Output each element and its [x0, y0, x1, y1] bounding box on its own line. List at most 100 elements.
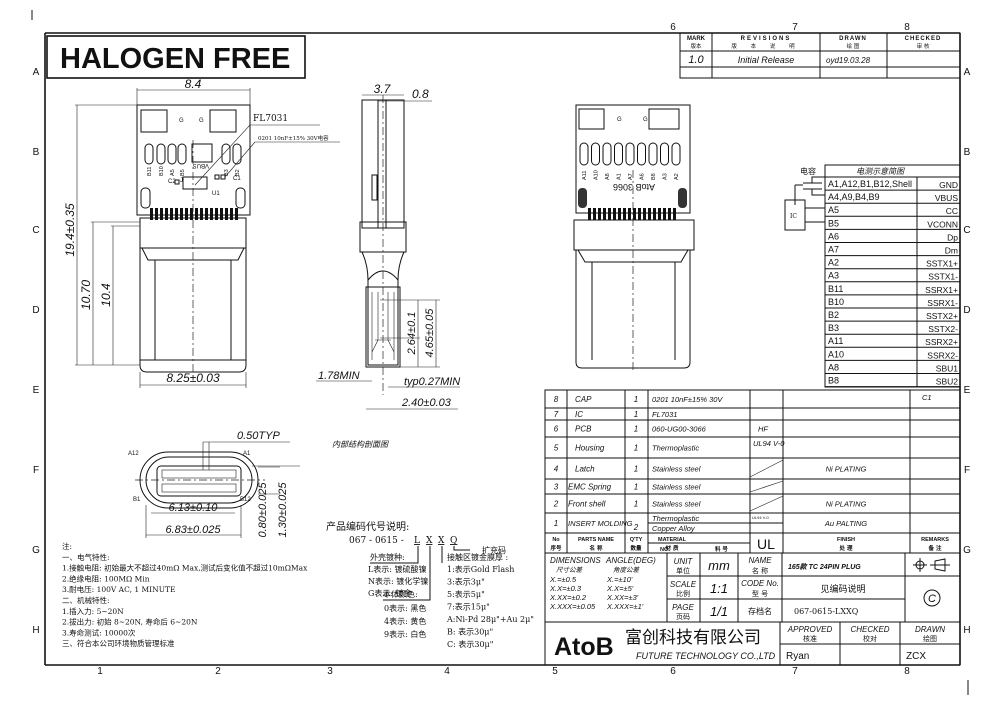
b12-label: B12 — [240, 497, 251, 503]
bom-qty: 1 — [634, 425, 638, 434]
unit-value: mm — [708, 558, 730, 573]
note-line: 二、机械特性: — [62, 595, 110, 605]
contact-finger — [608, 208, 611, 220]
vbus-label: VBUS — [193, 162, 209, 168]
contact-finger — [200, 208, 203, 220]
bom-header-name: PARTS NAME — [578, 537, 614, 543]
contact-pad — [614, 142, 623, 166]
bom-no: 5 — [554, 444, 559, 453]
bom-qty: 1 — [634, 395, 638, 404]
note-line: 1.接触电阻: 初始最大不超过40mΩ Max,测试后变化值不超过10mΩMax — [62, 563, 308, 573]
signal-name: SSTX2- — [928, 324, 958, 334]
bom-header-partno: NO. — [660, 547, 670, 553]
bom-part-name: Latch — [575, 465, 595, 474]
signal-name: SSRX2- — [927, 350, 958, 360]
body-color-option: 4表示: 黄色 — [384, 616, 426, 626]
row-label: A — [964, 67, 971, 78]
column-label: 3 — [327, 666, 333, 677]
bom-header-remarks: REMARKS — [921, 537, 949, 543]
ground-pad — [578, 188, 587, 208]
row-label: G — [32, 545, 40, 556]
signal-name: SSRX2+ — [925, 337, 958, 347]
pin-list: A4,A9,B4,B9 — [828, 192, 880, 202]
contact-finger — [215, 208, 218, 220]
section-caption: 内部结构剖面图 — [332, 440, 389, 449]
signal-name: Dm — [945, 246, 958, 256]
notes: 注:一、电气特性:1.接触电阻: 初始最大不超过40mΩ Max,测试后变化值不… — [62, 541, 308, 648]
contact-finger — [205, 208, 208, 220]
scale-cn: 比例 — [676, 589, 690, 598]
angle-tolerance: X.X=±5' — [606, 584, 634, 593]
bom-header-qty-cn: 数量 — [630, 544, 642, 552]
signal-name: CC — [946, 206, 958, 216]
bom-header-ul: UL — [757, 536, 775, 552]
bom-qty: 1 — [634, 444, 638, 453]
code-cn: 型 号 — [752, 589, 768, 598]
ic-callout: FL7031 — [253, 114, 288, 124]
signal-name: Dp — [947, 232, 958, 242]
bom-material: Stainless steel — [652, 483, 701, 492]
shell-plating-option: N表示: 镀化学镍 — [368, 576, 428, 586]
code-prefix: 067 - 0615 - — [349, 536, 404, 546]
contact-finger — [633, 208, 636, 220]
page-value: 1/1 — [710, 604, 728, 619]
contact-finger — [623, 208, 626, 220]
gold-thickness-title: 接触区镀金膜厚 : — [447, 552, 508, 562]
bom-part-name: IC — [575, 410, 583, 419]
signal-name: SSTX1+ — [926, 259, 958, 269]
drawn-cn: 绘图 — [923, 634, 937, 643]
bom-part-name: INSERT MOLDING — [568, 519, 633, 528]
approved-cn: 核准 — [803, 634, 817, 643]
contact-finger — [235, 208, 238, 220]
column-label: 6 — [670, 666, 676, 677]
signal-name: SSRX1+ — [925, 285, 958, 295]
copyright-letter: C — [928, 593, 936, 605]
archive-value: 067-0615-LXXQ — [794, 607, 859, 616]
column-label: 8 — [904, 666, 910, 677]
bom-header-name-cn: 名 称 — [590, 544, 603, 552]
bom-part-name: Front shell — [568, 500, 606, 509]
bom-qty: 1 — [634, 483, 638, 492]
contact-pad — [144, 143, 154, 165]
capacitor-symbol — [794, 176, 825, 205]
bom-part-name: Housing — [575, 444, 605, 453]
pad-label: A3 — [663, 173, 669, 180]
row-label: E — [33, 385, 40, 396]
dim-thickness: 3.7 — [374, 82, 392, 96]
contact-finger — [160, 208, 163, 220]
ground-pad-label: G — [179, 118, 184, 124]
pin-list: A3 — [828, 271, 839, 281]
note-line: 注: — [62, 541, 72, 551]
contact-finger — [175, 208, 178, 220]
note-line: 一、电气特性: — [62, 552, 110, 562]
mating-face-view: A12 A1 B1 B12 0.50TYP 6.13±0.10 6.83±0.0… — [128, 430, 300, 538]
row-label: A — [33, 67, 40, 78]
bom-material: FL7031 — [652, 410, 677, 419]
part-name: 165款 TC 24PIN PLUG — [788, 562, 861, 571]
drawn-by: ZCX — [906, 651, 926, 662]
note-line: 1.插入力: 5~20N — [62, 606, 124, 616]
body-color-option: 9表示: 白色 — [384, 629, 426, 639]
bom-part-name: CAP — [575, 395, 592, 404]
contact-finger — [195, 208, 198, 220]
angle-cn: 角度公差 — [613, 566, 641, 574]
contact-finger — [185, 208, 188, 220]
rev-desc: Initial Release — [738, 55, 795, 65]
name-label: NAME — [748, 556, 772, 565]
contact-pad — [602, 142, 612, 166]
contact-finger — [210, 208, 213, 220]
dim-2-40: 2.40±0.03 — [401, 397, 452, 409]
rev-header-drawn-cn: 绘 图 — [847, 42, 860, 50]
gold-thickness-option: B: 表示30μ" — [447, 627, 493, 637]
pin-list: A6 — [828, 231, 839, 241]
pad-label: B2 — [235, 169, 241, 176]
dim-typ-0-27min: typ0.27MIN — [404, 376, 460, 388]
approved-label: APPROVED — [787, 625, 833, 634]
bom-no: 2 — [553, 500, 559, 509]
signal-name: VCONN — [927, 219, 958, 229]
note-line: 3.耐电压: 100V AC, 1 MINUTE — [62, 584, 176, 594]
contact-finger — [150, 208, 153, 220]
dim-pitch: 0.50TYP — [237, 430, 280, 442]
